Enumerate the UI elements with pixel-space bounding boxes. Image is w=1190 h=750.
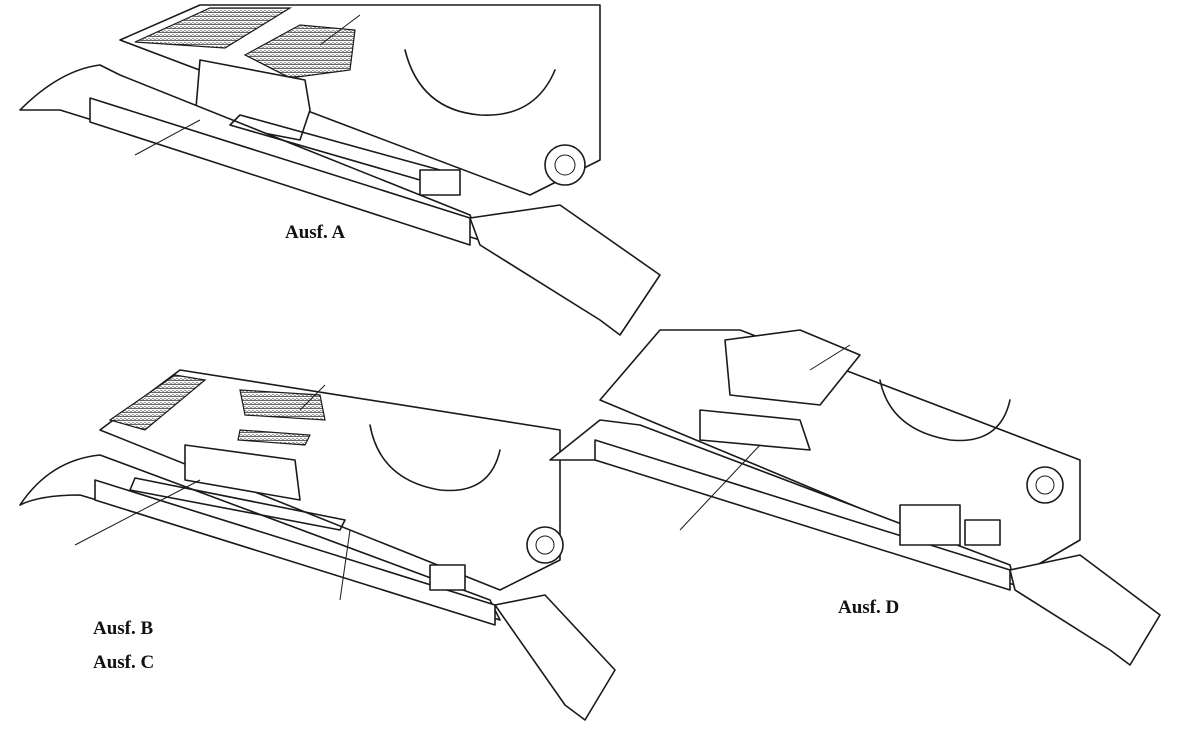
side-plate-d <box>594 439 1011 591</box>
fender-d <box>1009 554 1161 666</box>
jack-d <box>964 519 1001 546</box>
grill-a1 <box>134 7 293 49</box>
hull-ausf-d <box>549 329 1161 666</box>
engine-box-bc <box>184 444 301 501</box>
label-ausf-d: Ausf. D <box>838 597 900 618</box>
side-plate-bc <box>94 479 496 626</box>
idler-a <box>544 144 586 186</box>
turret-ring-d <box>879 379 1011 442</box>
engine-box-d <box>699 409 811 451</box>
engine-deck-a <box>119 4 601 196</box>
jack-bc <box>429 564 466 591</box>
box-d <box>899 504 961 546</box>
idler-bc <box>526 526 564 564</box>
fender-a <box>469 204 661 336</box>
grill-bc1 <box>108 374 207 431</box>
grill-bc3 <box>237 429 311 446</box>
idler-d <box>1026 466 1064 504</box>
grill-a2 <box>243 24 356 79</box>
jack-a <box>419 169 461 196</box>
hatch-d <box>724 329 861 406</box>
side-plate-a <box>89 97 471 246</box>
engine-deck-bc <box>99 369 561 591</box>
hull-ausf-b-c <box>19 369 616 721</box>
label-ausf-b: Ausf. B <box>93 618 154 639</box>
turret-ring-bc <box>369 424 501 492</box>
turret-ring-a <box>404 49 556 116</box>
grill-bc2 <box>239 389 326 421</box>
fender-bc <box>494 594 616 721</box>
tool-bc <box>129 477 346 531</box>
label-ausf-c: Ausf. C <box>93 652 155 673</box>
hull-ausf-a <box>19 4 661 336</box>
label-ausf-a: Ausf. A <box>285 222 346 243</box>
